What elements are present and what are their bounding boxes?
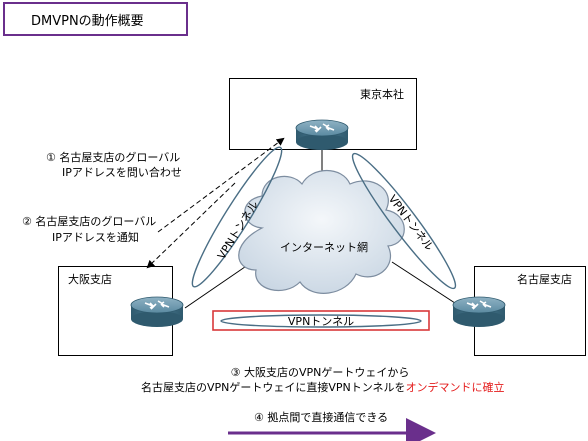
step3-highlight-text: オンデマンドに確立 [405,381,505,394]
step2-line2: IPアドレスを通知 [52,231,139,244]
router-icon [130,296,184,327]
diagram-title-text: DMVPNの動作概要 [31,13,144,29]
step2-line1: ② 名古屋支店のグローバル [22,215,157,228]
diagram-title: DMVPNの動作概要 [3,2,188,36]
step4-text: ④ 拠点間で直接通信できる [254,411,389,424]
step1-line1: ① 名古屋支店のグローバル [46,151,181,164]
right-vpn-tunnel [351,152,457,290]
bottom-tunnel-label: VPNトンネル [288,315,354,328]
bottom-vpn-tunnel [220,314,422,328]
hq-site-label: 東京本社 [360,88,404,101]
cloud-icon [238,170,405,294]
step3-line1: ③ 大阪支店のVPNゲートウェイから [230,366,410,379]
router-icon [295,119,349,150]
step3-line2: 名古屋支店のVPNゲートウェイに直接VPNトンネルをオンデマンドに確立 [141,379,505,395]
query-arrow [157,137,285,233]
left-vpn-tunnel [191,146,283,288]
cloud-label: インターネット網 [280,240,368,254]
osaka-site-label: 大阪支店 [68,273,112,286]
step1-line2: IPアドレスを問い合わせ [62,166,182,179]
step3-line2-text: 名古屋支店のVPNゲートウェイに直接VPNトンネルを [141,381,406,394]
router-icon [452,296,506,327]
bottom-tunnel-highlight-box [212,310,430,331]
nagoya-site-label: 名古屋支店 [517,273,572,286]
notify-arrow [146,182,236,269]
nagoya-internet-link [391,261,459,306]
